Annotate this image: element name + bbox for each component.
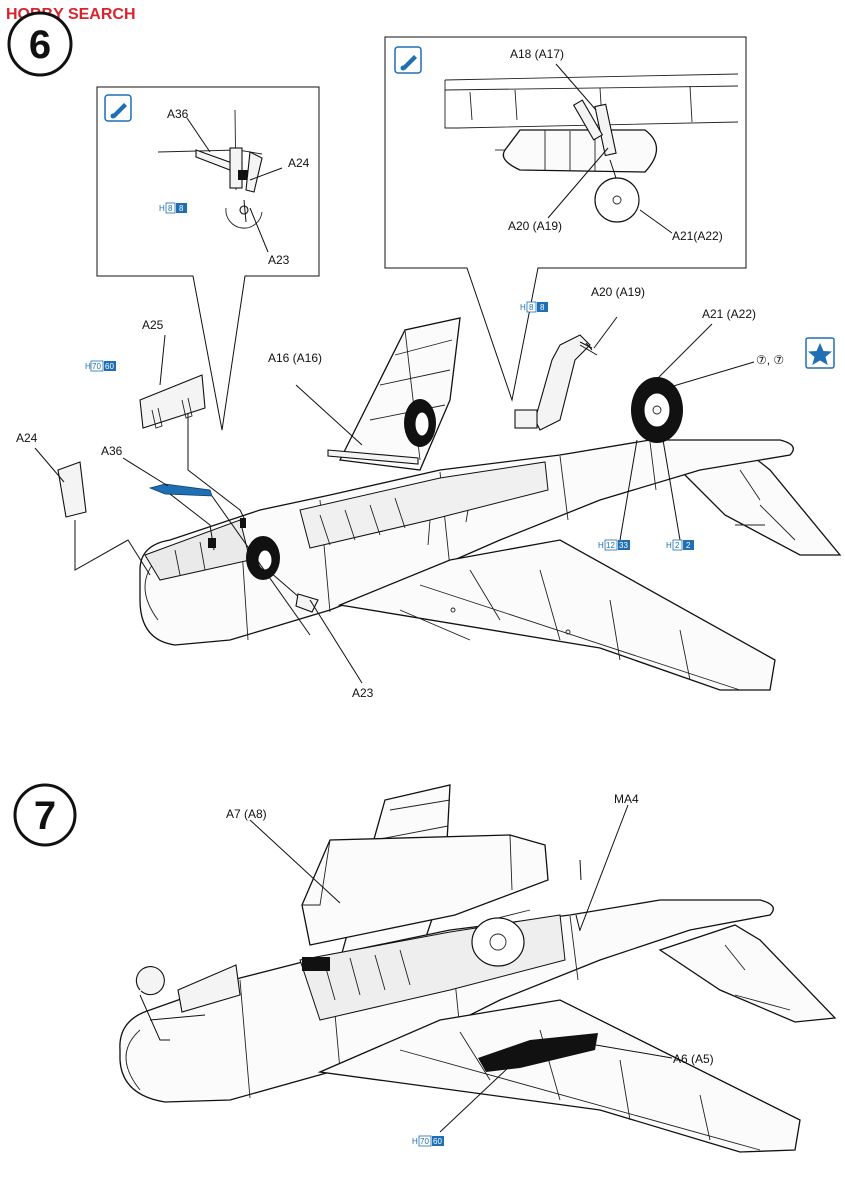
svg-text:2: 2 [686,541,691,550]
svg-text:8: 8 [529,303,534,312]
label-a36: A36 [101,444,123,458]
label-a7: A7 (A8) [226,807,267,821]
detail-box-right: A18 (A17) A20 (A19) A21(A22) [384,36,747,402]
svg-text:8: 8 [540,303,545,312]
decal-star-icon [805,337,835,369]
paint-badge: H 70 60 [85,360,116,372]
svg-text:8: 8 [168,204,173,213]
label-a16: A16 (A16) [268,351,322,365]
svg-text:2: 2 [675,541,680,550]
step-6-aircraft [34,316,842,691]
svg-text:70: 70 [420,1137,429,1146]
svg-text:60: 60 [105,362,114,371]
step-6-number: 6 [29,23,51,67]
step-7-number: 7 [34,794,56,838]
svg-text:8: 8 [179,204,184,213]
svg-text:H: H [412,1137,418,1146]
brush-icon [104,94,132,122]
paint-badge: H 8 8 [520,301,548,313]
label-a36-detail: A36 [167,107,189,121]
svg-text:H: H [159,204,165,213]
label-ma4: MA4 [614,792,639,806]
svg-text:60: 60 [433,1137,442,1146]
step-7-marker: 7 [13,783,77,847]
svg-text:H: H [520,303,526,312]
svg-text:H: H [598,541,604,550]
svg-text:H: H [666,541,672,550]
decal-reference: ⑦, ⑦ [756,353,784,367]
step-7-aircraft [119,784,837,1153]
label-a23-detail: A23 [268,253,290,267]
label-a23: A23 [352,686,374,700]
label-a18: A18 (A17) [510,47,564,61]
label-a24-detail: A24 [288,156,310,170]
paint-badge: H 12 33 [598,539,630,551]
label-a21: A21 (A22) [702,307,756,321]
step-6-marker: 6 [7,11,73,77]
label-a25: A25 [142,318,164,332]
svg-text:33: 33 [619,541,628,550]
svg-text:H: H [85,362,91,371]
label-a20-detail: A20 (A19) [508,219,562,233]
paint-badge: H 8 8 [159,202,187,214]
svg-text:70: 70 [92,362,101,371]
paint-badge: H 2 2 [666,539,694,551]
detail-box-left: A36 A24 A23 H 8 8 [96,86,320,431]
label-a20: A20 (A19) [591,285,645,299]
label-a6: A6 (A5) [673,1052,714,1066]
paint-badge: H 70 60 [412,1135,444,1147]
label-a24: A24 [16,431,38,445]
label-a21-detail: A21(A22) [672,229,723,243]
brush-icon [394,46,422,74]
svg-text:12: 12 [606,541,615,550]
